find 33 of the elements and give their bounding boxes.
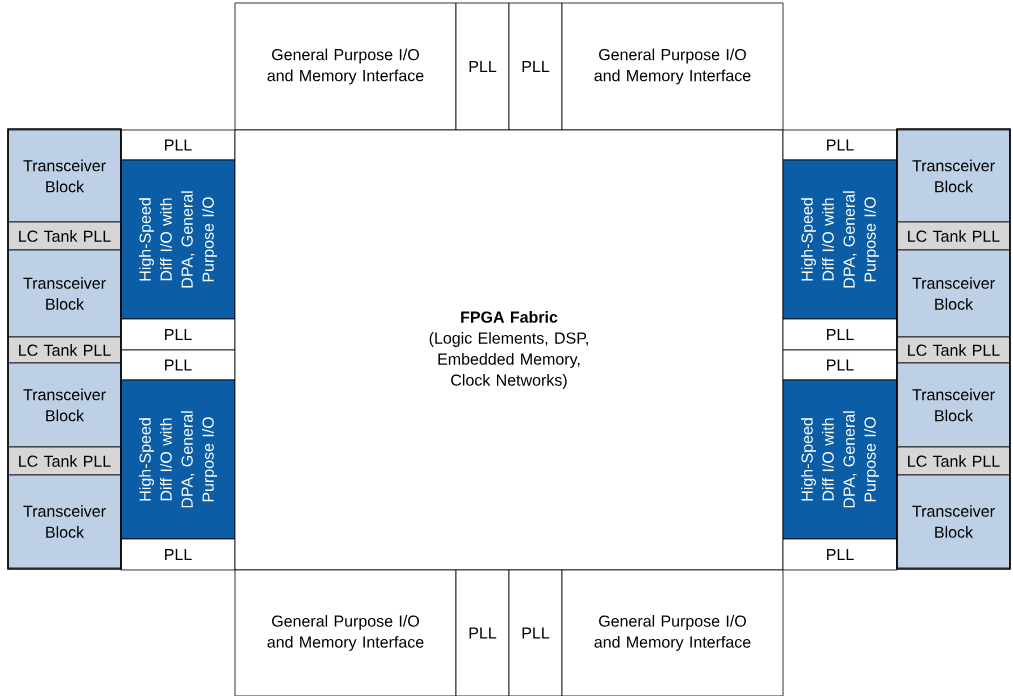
pll-box: PLL [782,318,898,351]
pll-box: LC Tank PLL [896,221,1011,251]
io-bank-box: High-Speed Diff I/O with DPA, General Purpose I/O [120,379,236,540]
pll-box: PLL [120,538,236,571]
transceiver-box: Transceiver Block [896,129,1011,223]
node-label: PLL [469,627,497,639]
transceiver-box: Transceiver Block [7,129,122,223]
transceiver-box: Transceiver Block [896,362,1011,448]
pll-box: PLL [455,569,510,696]
pll-box: PLL [782,129,898,161]
pll-box: PLL [120,129,236,161]
pll-box: PLL [120,318,236,351]
io-bank-box: High-Speed Diff I/O with DPA, General Purpose I/O [782,379,898,540]
pll-box: PLL [508,2,563,131]
pll-box: PLL [782,538,898,571]
transceiver-box: Transceiver Block [7,249,122,338]
node-label: General Purpose I/O and Memory Interface [267,615,424,651]
io-bank-box: High-Speed Diff I/O with DPA, General Purpose I/O [120,159,236,320]
transceiver-box: Transceiver Block [896,474,1011,569]
pll-box: PLL [782,349,898,381]
transceiver-box: Transceiver Block [896,249,1011,338]
pll-box: LC Tank PLL [7,336,122,364]
pll-box: LC Tank PLL [896,446,1011,476]
pll-box: PLL [120,349,236,381]
node-label: PLL [522,627,550,639]
transceiver-box: Transceiver Block [7,474,122,569]
io-bank-box: High-Speed Diff I/O with DPA, General Purpose I/O [782,159,898,320]
pll-box: LC Tank PLL [7,221,122,251]
pll-box: PLL [455,2,510,131]
transceiver-box: Transceiver Block [7,362,122,448]
pll-box: PLL [508,569,563,696]
pll-box: LC Tank PLL [896,336,1011,364]
pll-box: LC Tank PLL [7,446,122,476]
